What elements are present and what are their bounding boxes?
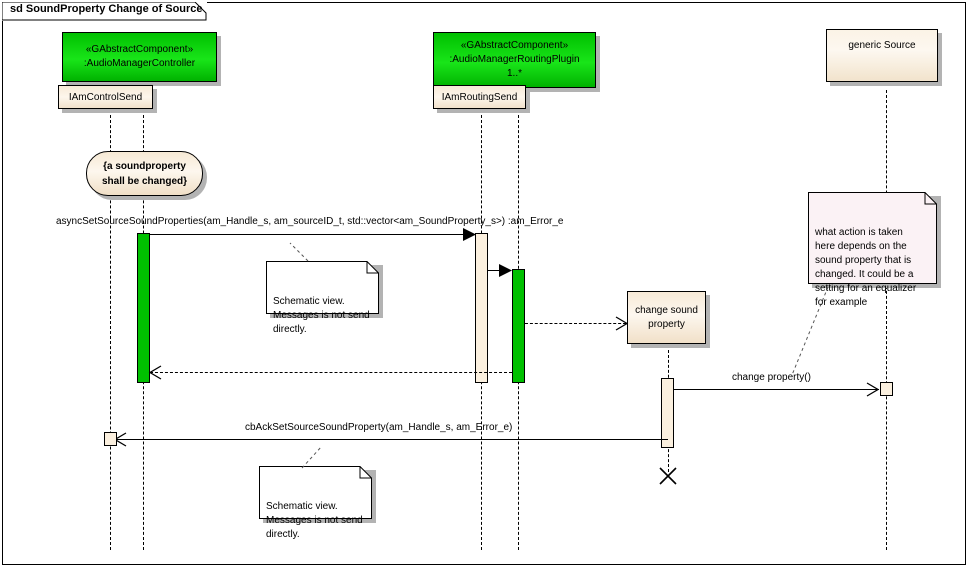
component-audio-manager-routing-plugin[interactable]: «GAbstractComponent» :AudioManagerRoutin… xyxy=(433,32,596,88)
note-anchor-2 xyxy=(790,285,830,377)
lifeline-iamcontrolsend-left xyxy=(110,110,111,550)
arrowhead-filled-right-1 xyxy=(463,228,477,241)
arrowhead-open-right-5 xyxy=(866,382,880,397)
activation-bar-routing-left xyxy=(475,233,488,383)
constraint-soundproperty-changed: {a soundproperty shall be changed} xyxy=(86,151,203,196)
message-line-change-property[interactable] xyxy=(674,389,879,390)
message-label-change-property: change property() xyxy=(732,372,811,383)
message-line-internal-forward[interactable] xyxy=(488,270,506,271)
message-line-cb-ack[interactable] xyxy=(117,439,668,440)
action-change-sound-property[interactable]: change sound property xyxy=(627,291,706,344)
note-anchor-1 xyxy=(288,241,310,263)
actor-generic-source[interactable]: generic Source xyxy=(826,29,938,82)
activation-bar-change-sound-property xyxy=(661,378,674,448)
frame-title-tab xyxy=(2,2,207,21)
note-text: Schematic view. Messages is not send dir… xyxy=(266,501,363,540)
constraint-text: {a soundproperty shall be changed} xyxy=(101,160,188,187)
component-audio-manager-controller[interactable]: «GAbstractComponent» :AudioManagerContro… xyxy=(62,32,217,82)
component-name: :AudioManagerController xyxy=(83,58,196,69)
component-multiplicity: 1..* xyxy=(506,68,522,79)
activation-bar-routing-right xyxy=(512,269,525,383)
note-schematic-view-top: Schematic view. Messages is not send dir… xyxy=(266,261,379,335)
component-stereotype: «GAbstractComponent» xyxy=(460,40,569,51)
message-label-cb-ack: cbAckSetSourceSoundProperty(am_Handle_s,… xyxy=(245,422,513,433)
arrowhead-open-left-4 xyxy=(148,365,162,380)
note-text: Schematic view. Messages is not send dir… xyxy=(273,296,370,335)
activation-bar-generic-source xyxy=(880,382,893,396)
note-text: what action is taken here depends on the… xyxy=(815,227,917,308)
activation-bar-controller xyxy=(137,233,150,383)
lifeline-generic-source xyxy=(886,90,887,550)
port-iamcontrolsend[interactable]: IAmControlSend xyxy=(58,85,153,109)
frame-title-label: sd SoundProperty Change of Source xyxy=(10,3,203,15)
message-line-async-set-source-sound-properties[interactable] xyxy=(150,234,475,235)
component-stereotype: «GAbstractComponent» xyxy=(85,44,194,55)
port-iamroutingsend[interactable]: IAmRoutingSend xyxy=(433,85,526,109)
note-what-action-taken: what action is taken here depends on the… xyxy=(808,192,937,308)
arrowhead-filled-right-2 xyxy=(499,264,513,277)
note-schematic-view-bottom: Schematic view. Messages is not send dir… xyxy=(259,466,372,540)
message-label-async-set-source-sound-properties: asyncSetSourceSoundProperties(am_Handle_… xyxy=(56,216,564,227)
note-anchor-3 xyxy=(300,444,326,470)
destruction-marker-icon xyxy=(659,467,677,485)
component-name: :AudioManagerRoutingPlugin xyxy=(449,54,580,65)
activation-bar-controller-bottom xyxy=(104,432,117,446)
message-line-to-change-sound-property[interactable] xyxy=(525,323,626,324)
message-line-return-to-controller[interactable] xyxy=(150,372,512,373)
action-label: change sound property xyxy=(635,304,698,330)
